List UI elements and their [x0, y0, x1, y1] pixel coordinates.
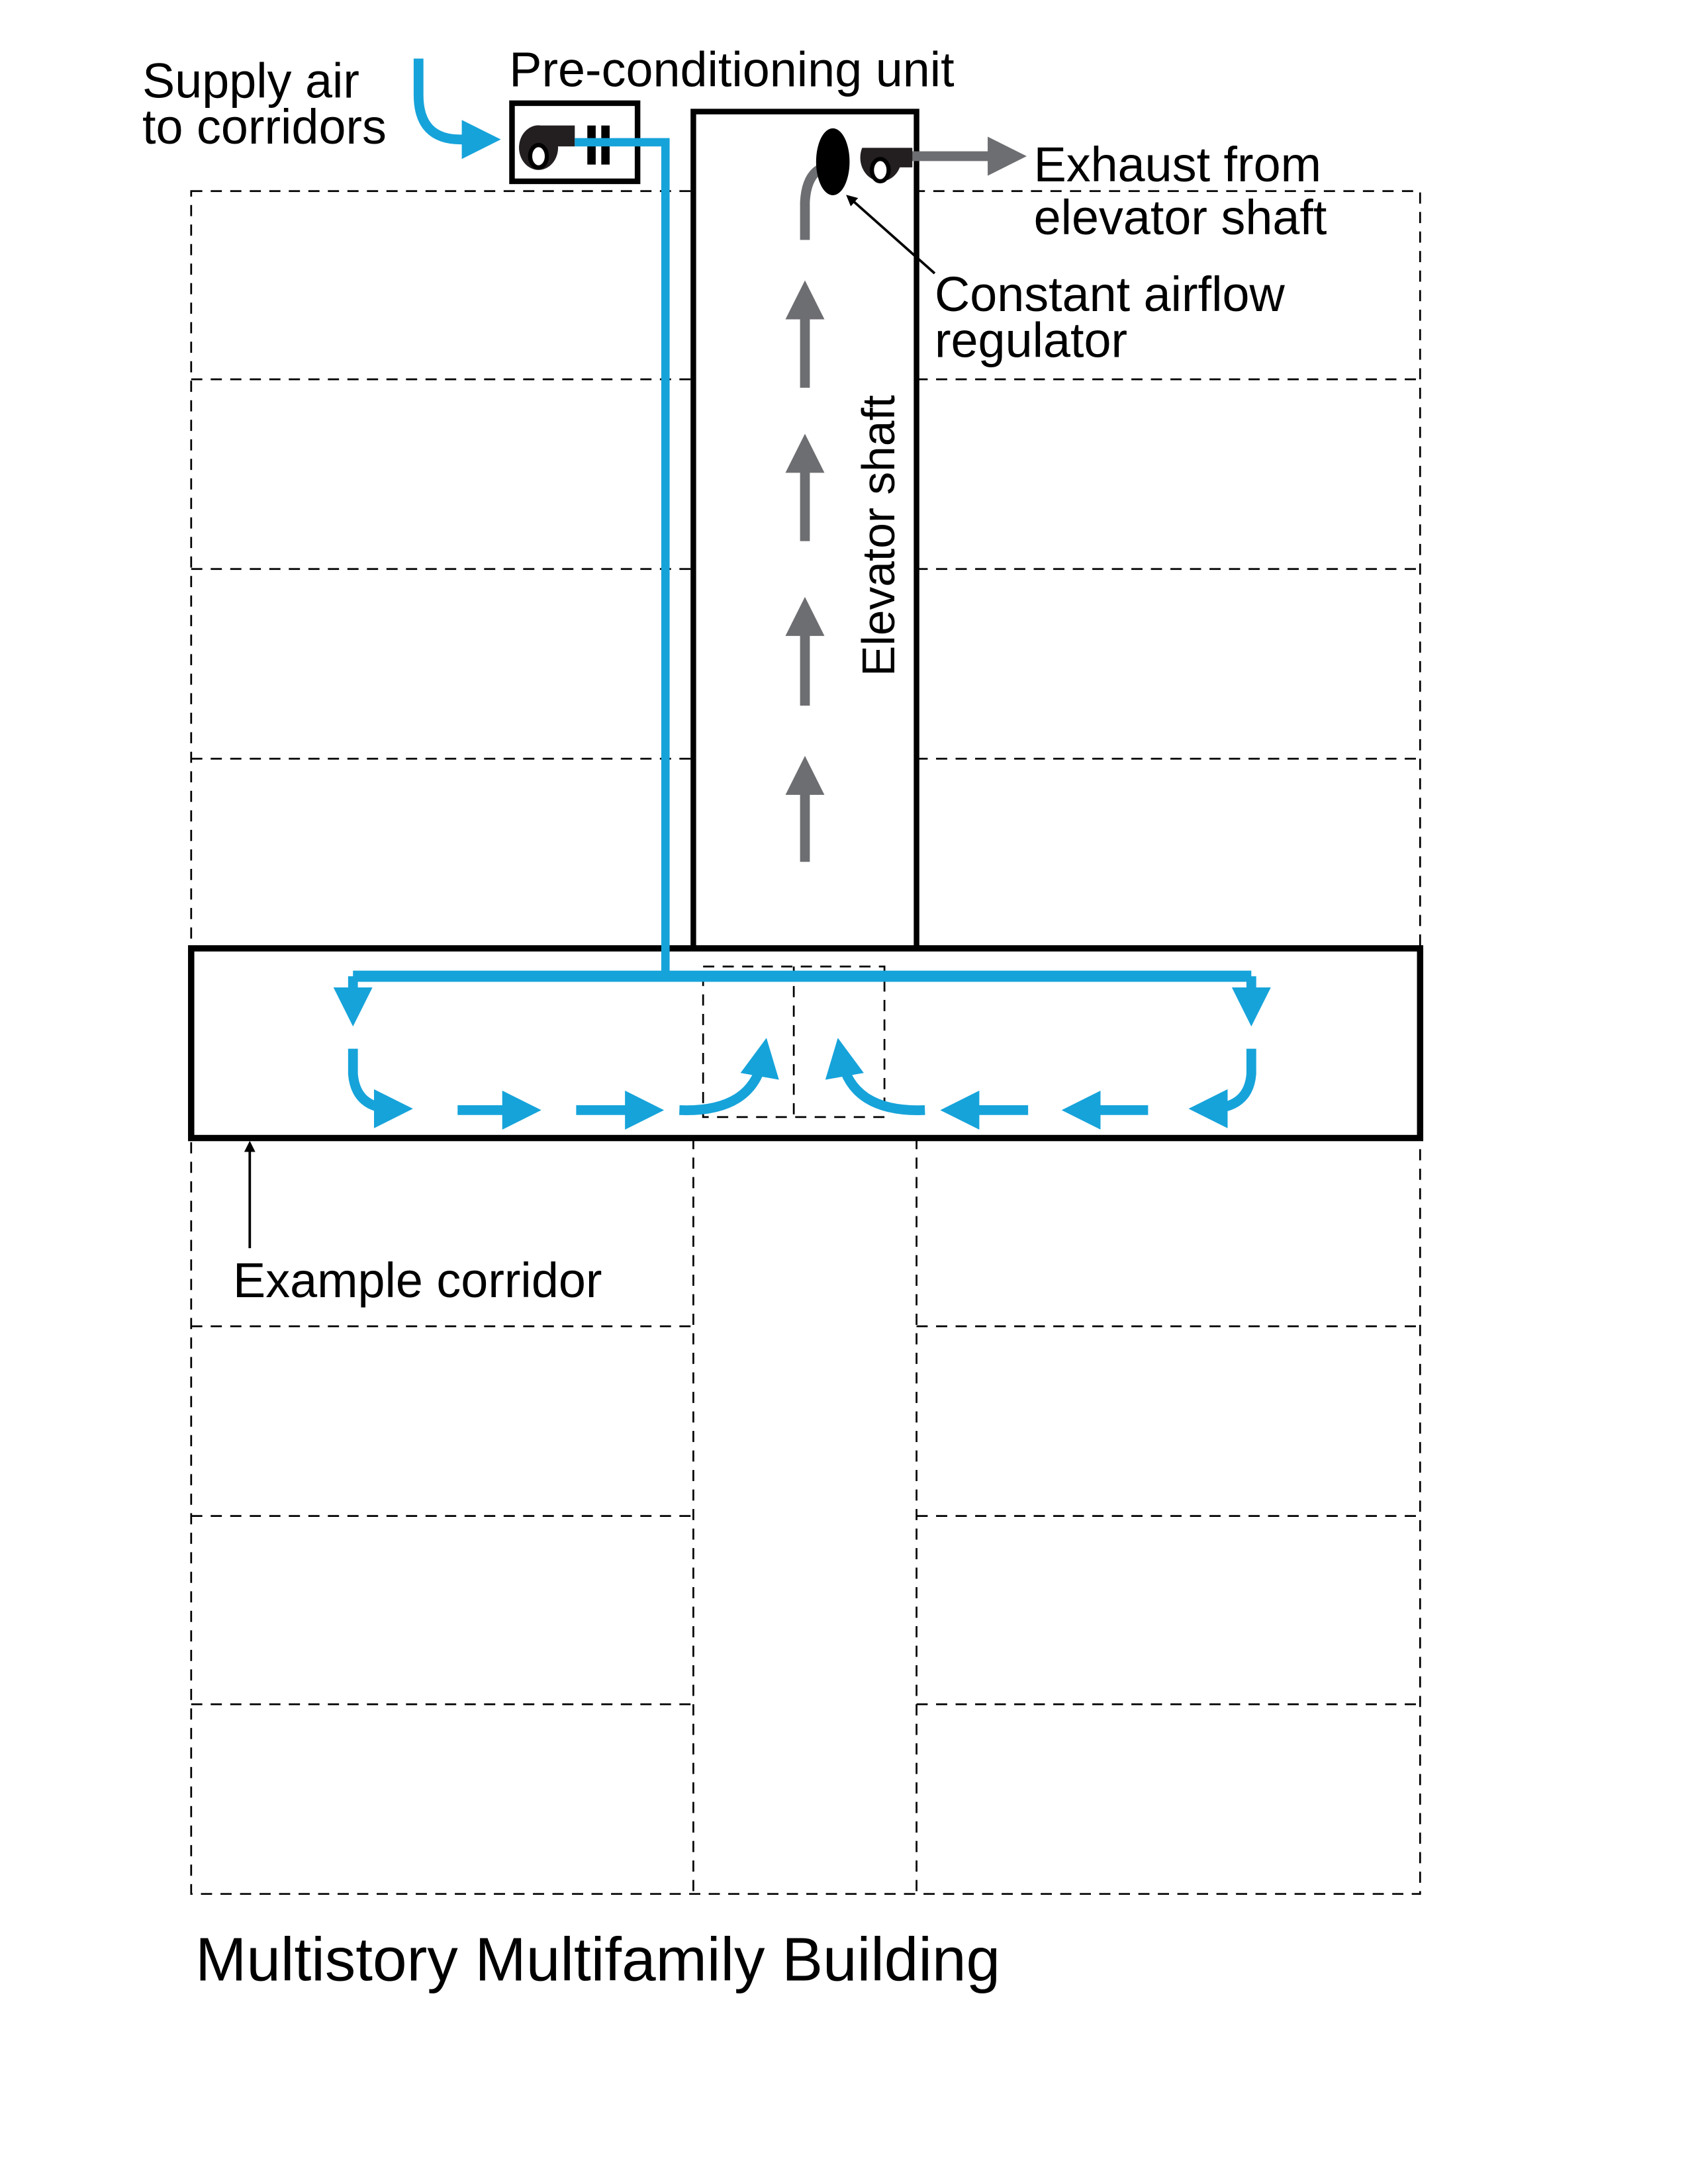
- exhaust-label: Exhaust from: [1034, 137, 1321, 192]
- elevator-shaft-label: Elevator shaft: [853, 395, 904, 676]
- exhaust-fan-icon: [860, 148, 913, 184]
- exhaust-air-flow: [785, 128, 1027, 862]
- regulator-label: Constant airflow: [935, 267, 1286, 322]
- regulator-label-line2: regulator: [935, 312, 1127, 367]
- exhaust-label-line2: elevator shaft: [1034, 190, 1327, 245]
- supply-air-label-line2: to corridors: [142, 99, 387, 154]
- example-corridor-label: Example corridor: [233, 1253, 602, 1308]
- constant-airflow-regulator-icon: [816, 128, 850, 196]
- supply-air-flow: [333, 58, 1271, 1130]
- supply-air-label: Supply air: [142, 54, 359, 109]
- regulator-leader-line: [846, 195, 936, 275]
- elevator-doors-dashed: [702, 965, 886, 1118]
- supply-intake-arrow: [413, 58, 501, 159]
- preconditioning-unit-label: Pre-conditioning unit: [509, 42, 954, 97]
- fan-icon: [519, 125, 575, 170]
- diagram-title: Multistory Multifamily Building: [195, 1925, 1000, 1993]
